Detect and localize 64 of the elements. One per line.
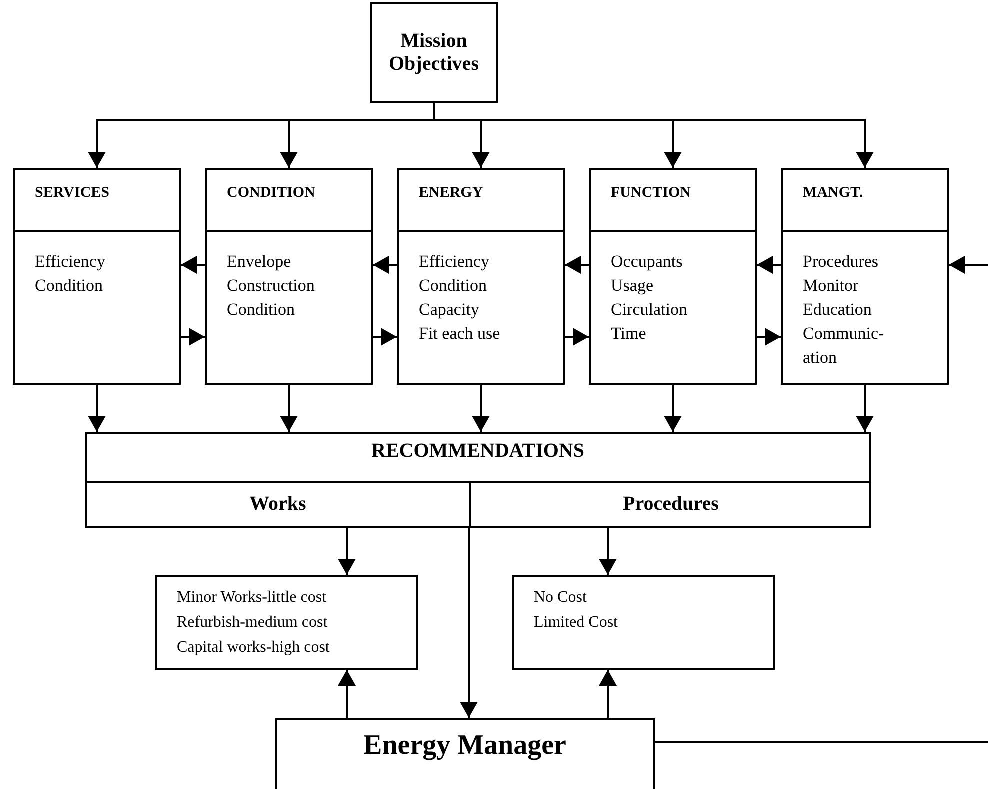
arrow — [757, 328, 781, 346]
list-item: Condition — [227, 299, 296, 321]
box-title: Mission Objectives — [388, 30, 480, 76]
list-item: Circulation — [611, 299, 688, 321]
arrow — [373, 328, 397, 346]
recommendation-section — [87, 481, 471, 528]
category-box — [205, 168, 373, 385]
arrow — [565, 328, 589, 346]
option-box — [155, 575, 418, 670]
mission-box — [370, 2, 498, 103]
arrow — [280, 385, 298, 432]
category-box — [13, 168, 181, 385]
box-title: RECOMMENDATIONS — [372, 440, 584, 463]
list-item: Occupants — [611, 251, 683, 273]
list-item: Time — [611, 323, 646, 345]
list-item: Procedures — [803, 251, 879, 273]
list-item: No Cost — [534, 588, 587, 608]
arrow — [949, 256, 988, 274]
list-item: Condition — [419, 275, 488, 297]
arrow — [856, 385, 874, 432]
recommendations-box — [85, 432, 871, 528]
list-item: Education — [803, 299, 872, 321]
arrow — [757, 256, 781, 274]
list-item: Refurbish-medium cost — [177, 613, 328, 633]
list-item: Condition — [35, 275, 104, 297]
arrow — [599, 670, 617, 718]
arrow — [88, 385, 106, 432]
category-title: FUNCTION — [611, 185, 692, 201]
list-item: Envelope — [227, 251, 292, 273]
box-title: Energy Manager — [364, 730, 566, 762]
category-title: CONDITION — [227, 185, 316, 201]
category-box — [781, 168, 949, 385]
arrow — [373, 256, 397, 274]
arrow — [181, 328, 205, 346]
section-title: Procedures — [623, 493, 719, 516]
section-title: Works — [250, 493, 306, 516]
list-item: Efficiency — [35, 251, 106, 273]
arrow — [472, 385, 490, 432]
arrow — [460, 528, 478, 718]
arrow — [664, 385, 682, 432]
list-item: Limited Cost — [534, 613, 618, 633]
list-item: Capacity — [419, 299, 480, 321]
list-item: Capital works-high cost — [177, 638, 330, 658]
arrow — [181, 256, 205, 274]
option-box — [512, 575, 775, 670]
list-item: Construction — [227, 275, 315, 297]
list-item: Minor Works-little cost — [177, 588, 327, 608]
connector-line — [655, 741, 988, 743]
category-title: MANGT. — [803, 185, 864, 201]
list-item: Communic- ation — [803, 323, 886, 369]
category-title: ENERGY — [419, 185, 484, 201]
list-item: Monitor — [803, 275, 859, 297]
category-title: SERVICES — [35, 185, 110, 201]
arrow — [338, 670, 356, 718]
arrow — [599, 526, 617, 575]
list-item: Usage — [611, 275, 654, 297]
list-item: Fit each use — [419, 323, 500, 345]
category-box — [589, 168, 757, 385]
arrow — [433, 103, 874, 168]
arrow — [338, 526, 356, 575]
manager-box — [275, 718, 655, 789]
arrow — [565, 256, 589, 274]
category-box — [397, 168, 565, 385]
list-item: Efficiency — [419, 251, 490, 273]
